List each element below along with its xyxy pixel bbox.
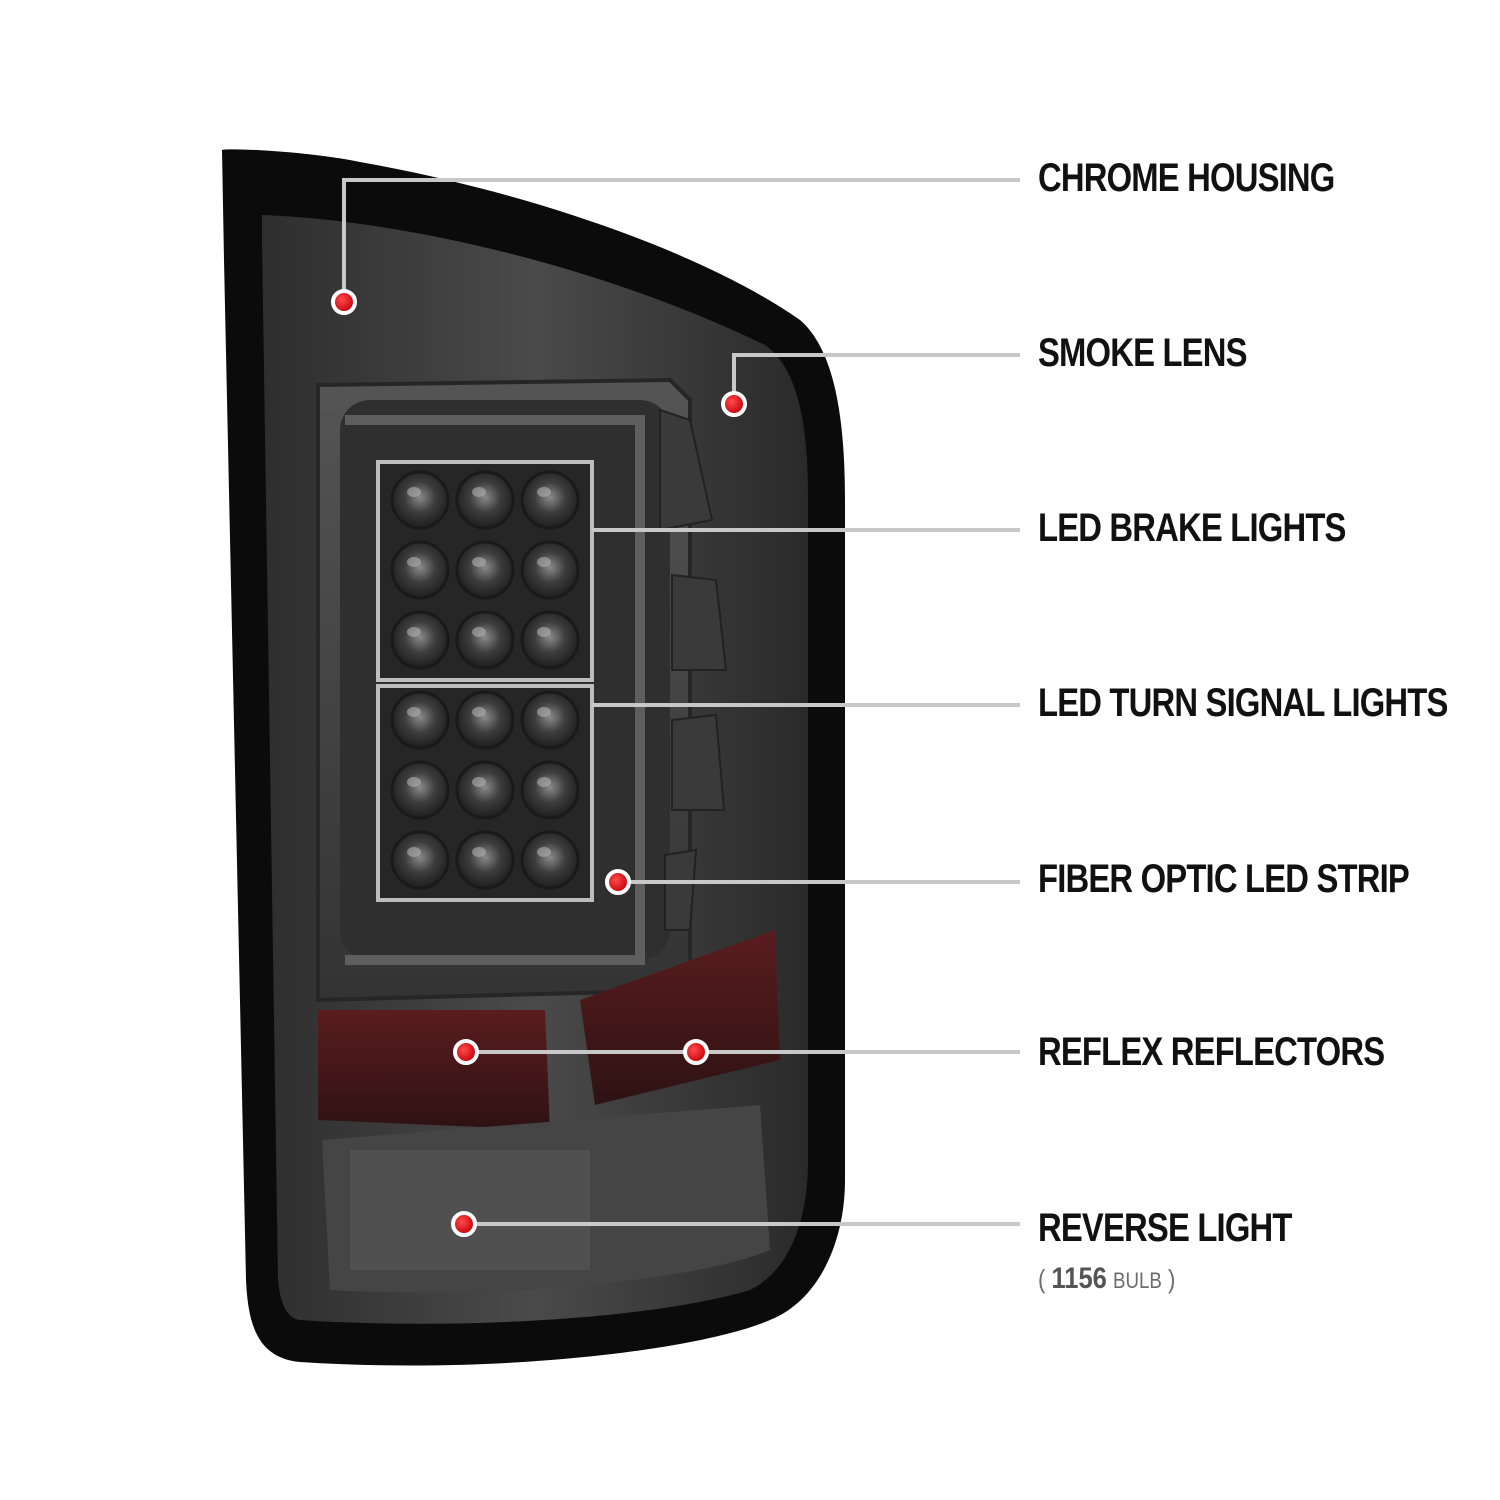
lens-fin [659, 408, 714, 532]
reflex-reflector-left [318, 1010, 550, 1130]
led-highlight [537, 777, 551, 787]
leader-smoke-lens [732, 353, 1020, 404]
led-highlight [407, 627, 421, 637]
turn-signal-frame [376, 684, 594, 902]
led-bulb [455, 470, 515, 530]
label-reflex-reflectors: REFLEX REFLECTORS [1038, 1030, 1385, 1074]
led-highlight [537, 487, 551, 497]
led-bulb [455, 760, 515, 820]
led-highlight [407, 847, 421, 857]
led-bulb [520, 540, 580, 600]
led-highlight [407, 487, 421, 497]
led-bulb [390, 470, 450, 530]
led-bulb [390, 830, 450, 890]
leader-lines [342, 178, 1020, 1226]
label-chrome-housing: CHROME HOUSING [1038, 156, 1335, 200]
label-led-turn-signal-lights: LED TURN SIGNAL LIGHTS [1038, 681, 1448, 725]
led-highlight [407, 557, 421, 567]
led-highlight [537, 627, 551, 637]
reverse-light-bulb-note: ( 1156 BULB ) [1038, 1262, 1175, 1296]
note-open-paren: ( [1038, 1264, 1046, 1294]
marker-dot [683, 1039, 709, 1065]
led-highlight [407, 707, 421, 717]
led-bulb [520, 760, 580, 820]
led-highlight [407, 777, 421, 787]
led-bulb [455, 540, 515, 600]
marker-dot [451, 1211, 477, 1237]
bulb-unit: BULB [1112, 1268, 1162, 1293]
lens-fin [671, 573, 728, 671]
marker-dot [605, 869, 631, 895]
markers [331, 289, 747, 1237]
marker-dot [721, 391, 747, 417]
led-highlight [537, 707, 551, 717]
led-highlight [472, 847, 486, 857]
leader-chrome-housing [342, 178, 1020, 302]
led-bulb [520, 610, 580, 670]
brake-lights-frame [376, 460, 594, 682]
reflex-reflector-right [580, 930, 780, 1105]
bulb-number: 1156 [1051, 1262, 1107, 1295]
led-bulb [455, 610, 515, 670]
led-highlight [472, 777, 486, 787]
led-array [390, 470, 580, 890]
led-bulb [390, 610, 450, 670]
led-bulb [520, 690, 580, 750]
led-bulb [520, 470, 580, 530]
lens-fin [664, 848, 698, 931]
reverse-light-detail [350, 1150, 590, 1270]
led-bulb [390, 540, 450, 600]
label-led-brake-lights: LED BRAKE LIGHTS [1038, 506, 1346, 550]
label-reverse-light: REVERSE LIGHT [1038, 1206, 1292, 1250]
led-highlight [537, 847, 551, 857]
led-bulb [455, 830, 515, 890]
led-highlight [537, 557, 551, 567]
label-fiber-optic-led-strip: FIBER OPTIC LED STRIP [1038, 857, 1410, 901]
lens-fin [671, 713, 726, 811]
led-highlight [472, 707, 486, 717]
led-highlight [472, 627, 486, 637]
led-highlight [472, 487, 486, 497]
led-highlight [472, 557, 486, 567]
marker-dot [453, 1039, 479, 1065]
led-bulb [520, 830, 580, 890]
led-bulb [390, 690, 450, 750]
marker-dot [331, 289, 357, 315]
fiber-optic-strip [345, 415, 645, 965]
led-bulb [455, 690, 515, 750]
note-close-paren: ) [1168, 1264, 1176, 1294]
label-smoke-lens: SMOKE LENS [1038, 331, 1247, 375]
led-bulb [390, 760, 450, 820]
